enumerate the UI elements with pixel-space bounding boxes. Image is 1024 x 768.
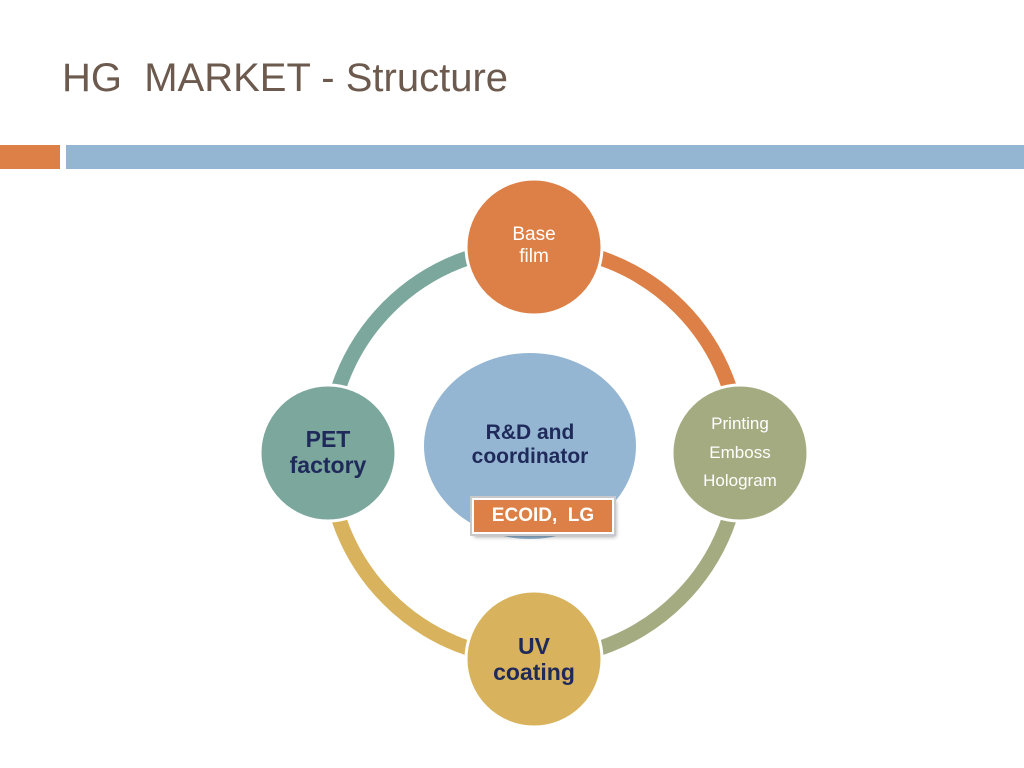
slide-title: HG MARKET - Structure — [62, 56, 509, 100]
header-accent-bar-orange — [0, 145, 60, 169]
node-bottom-label-line1: UV — [518, 632, 550, 659]
node-top-label: Base film — [474, 220, 594, 272]
ecoid-lg-badge: ECOID, LG — [472, 498, 614, 534]
center-label-line2: coordinator — [471, 445, 589, 468]
node-left-label-line2: factory — [289, 452, 367, 478]
center-node — [424, 353, 636, 539]
node-bottom-label-line2: coating — [493, 659, 575, 685]
node-bottom-circle — [464, 589, 604, 729]
node-right-label-line2: Emboss — [709, 442, 771, 462]
header-accent-bar-blue — [66, 145, 1024, 169]
node-right-circle — [670, 383, 810, 523]
node-right-label: Printing Emboss Hologram — [680, 408, 800, 498]
node-top-label-line2: film — [519, 246, 549, 267]
node-bottom-label: UV coating — [474, 628, 594, 690]
center-label: R&D and coordinator — [434, 404, 626, 486]
node-right-label-line1: Printing — [711, 413, 769, 433]
node-left-circle — [258, 383, 398, 523]
node-right-label-line3: Hologram — [703, 471, 777, 491]
node-left-label: PET factory — [268, 420, 388, 484]
node-top-circle — [464, 177, 604, 317]
node-top-label-line1: Base — [512, 224, 556, 246]
node-left-label-line1: PET — [305, 425, 351, 452]
center-label-line1: R&D and — [485, 420, 575, 444]
